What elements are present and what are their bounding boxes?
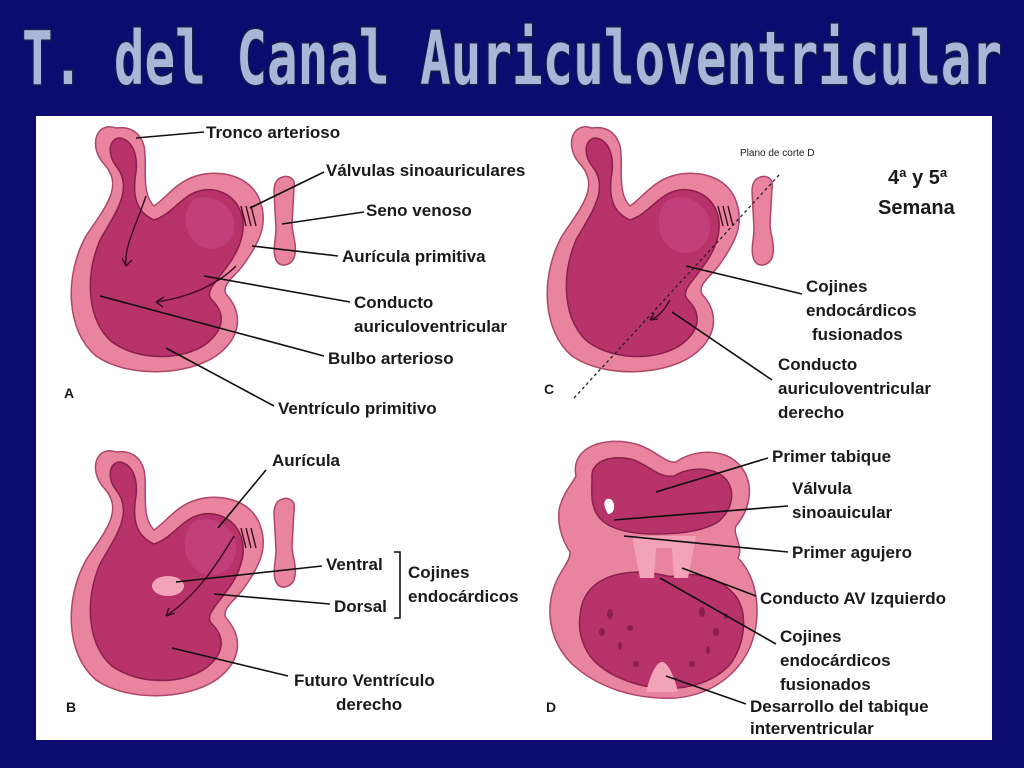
leader-agujero [623, 535, 789, 553]
panel-a: A Tronco arterioso Válvulas sinoauricula… [64, 123, 525, 418]
label-futuro-line2: derecho [336, 695, 402, 714]
panel-b: B Aurícula Ventral Dorsal Cojines endocá… [66, 450, 519, 715]
label-valvulas-sinoauriculares: Válvulas sinoauriculares [326, 161, 525, 180]
label-desarrollo-line2: interventricular [750, 719, 874, 738]
label-conducto-c-line3: derecho [778, 403, 844, 422]
label-auricula: Aurícula [272, 451, 341, 470]
leader-valvula [613, 505, 789, 521]
label-primer-tabique: Primer tabique [772, 447, 891, 466]
label-bulbo-arterioso: Bulbo arterioso [328, 349, 454, 368]
trabeculae [599, 607, 728, 667]
bracket-cojines [394, 551, 401, 619]
leader-ventriculo [165, 347, 275, 407]
leader-ventral [175, 565, 323, 583]
leader-primer-tabique [655, 457, 769, 493]
ventral-cushion-shape [152, 576, 184, 596]
label-cojines-c-line3: fusionados [812, 325, 903, 344]
label-desarrollo-line1: Desarrollo del tabique [750, 697, 929, 716]
label-cojines-c-line1: Cojines [806, 277, 867, 296]
leader-conducto [203, 275, 351, 303]
label-futuro-line1: Futuro Ventrículo [294, 671, 435, 690]
leader-desarrollo [665, 675, 747, 705]
label-ventriculo-primitivo: Ventrículo primitivo [278, 399, 437, 418]
title-banner: T. del Canal Auriculoventricular [21, 15, 1004, 103]
label-semana-line1: 4ª y 5ª [888, 167, 948, 189]
label-cojines-d-line1: Cojines [780, 627, 841, 646]
label-cojines-d-line3: fusionados [780, 675, 871, 694]
embryo-heart-diagram: A Tronco arterioso Válvulas sinoauricula… [64, 123, 956, 738]
label-dorsal: Dorsal [334, 597, 387, 616]
panel-c: C Plano de corte D 4ª y 5ª Semana Cojine… [544, 126, 956, 422]
label-semana-line2: Semana [878, 197, 956, 219]
panel-d: D Primer tabique Válvula sinoauicular Pr… [546, 440, 946, 738]
panel-a-letter: A [64, 385, 74, 401]
leader-conducto-av [681, 567, 757, 597]
heart-b-illustration [70, 450, 297, 697]
heart-c-illustration [546, 126, 781, 399]
label-auricula-primitiva: Aurícula primitiva [342, 247, 486, 266]
cutting-plane-line [573, 173, 781, 399]
panel-c-letter: C [544, 381, 554, 397]
label-primer-agujero: Primer agujero [792, 543, 912, 562]
leader-cojines-c [685, 265, 803, 295]
label-cojines-b-line1: Cojines [408, 563, 469, 582]
label-cojines-c-line2: endocárdicos [806, 301, 917, 320]
label-conducto-line2: auriculoventricular [354, 317, 507, 336]
leader-bulbo [99, 295, 325, 357]
leader-cojines-d [659, 577, 777, 645]
label-plano-corte: Plano de corte D [740, 148, 815, 159]
leader-tronco [135, 131, 205, 139]
label-seno-venoso: Seno venoso [366, 201, 472, 220]
label-cojines-b-line2: endocárdicos [408, 587, 519, 606]
label-conducto-c-line2: auriculoventricular [778, 379, 931, 398]
label-conducto-line1: Conducto [354, 293, 433, 312]
ventricular-septum-shape [646, 662, 678, 692]
panel-d-letter: D [546, 699, 556, 715]
label-valvula-line2: sinoauicular [792, 503, 893, 522]
leader-auricula-b [217, 469, 267, 529]
label-valvula-line1: Válvula [792, 479, 852, 498]
leader-valvulas [249, 171, 325, 209]
leader-conducto-c [671, 311, 773, 381]
heart-a-illustration [70, 126, 297, 373]
panel-b-letter: B [66, 699, 76, 715]
label-cojines-d-line2: endocárdicos [780, 651, 891, 670]
diagram-panel: A Tronco arterioso Válvulas sinoauricula… [36, 116, 992, 740]
label-conducto-c-line1: Conducto [778, 355, 857, 374]
foramen-shape [604, 498, 615, 514]
leader-dorsal [213, 593, 331, 605]
label-ventral: Ventral [326, 555, 383, 574]
label-conducto-av-izquierdo: Conducto AV Izquierdo [760, 589, 946, 608]
leader-seno [281, 211, 365, 225]
septum-shape [632, 536, 696, 578]
slide-title: T. del Canal Auriculoventricular [22, 16, 1002, 102]
heart-d-illustration [549, 440, 758, 699]
leader-auricula [251, 245, 339, 257]
label-tronco-arterioso: Tronco arterioso [206, 123, 340, 142]
leader-futuro [171, 647, 289, 677]
